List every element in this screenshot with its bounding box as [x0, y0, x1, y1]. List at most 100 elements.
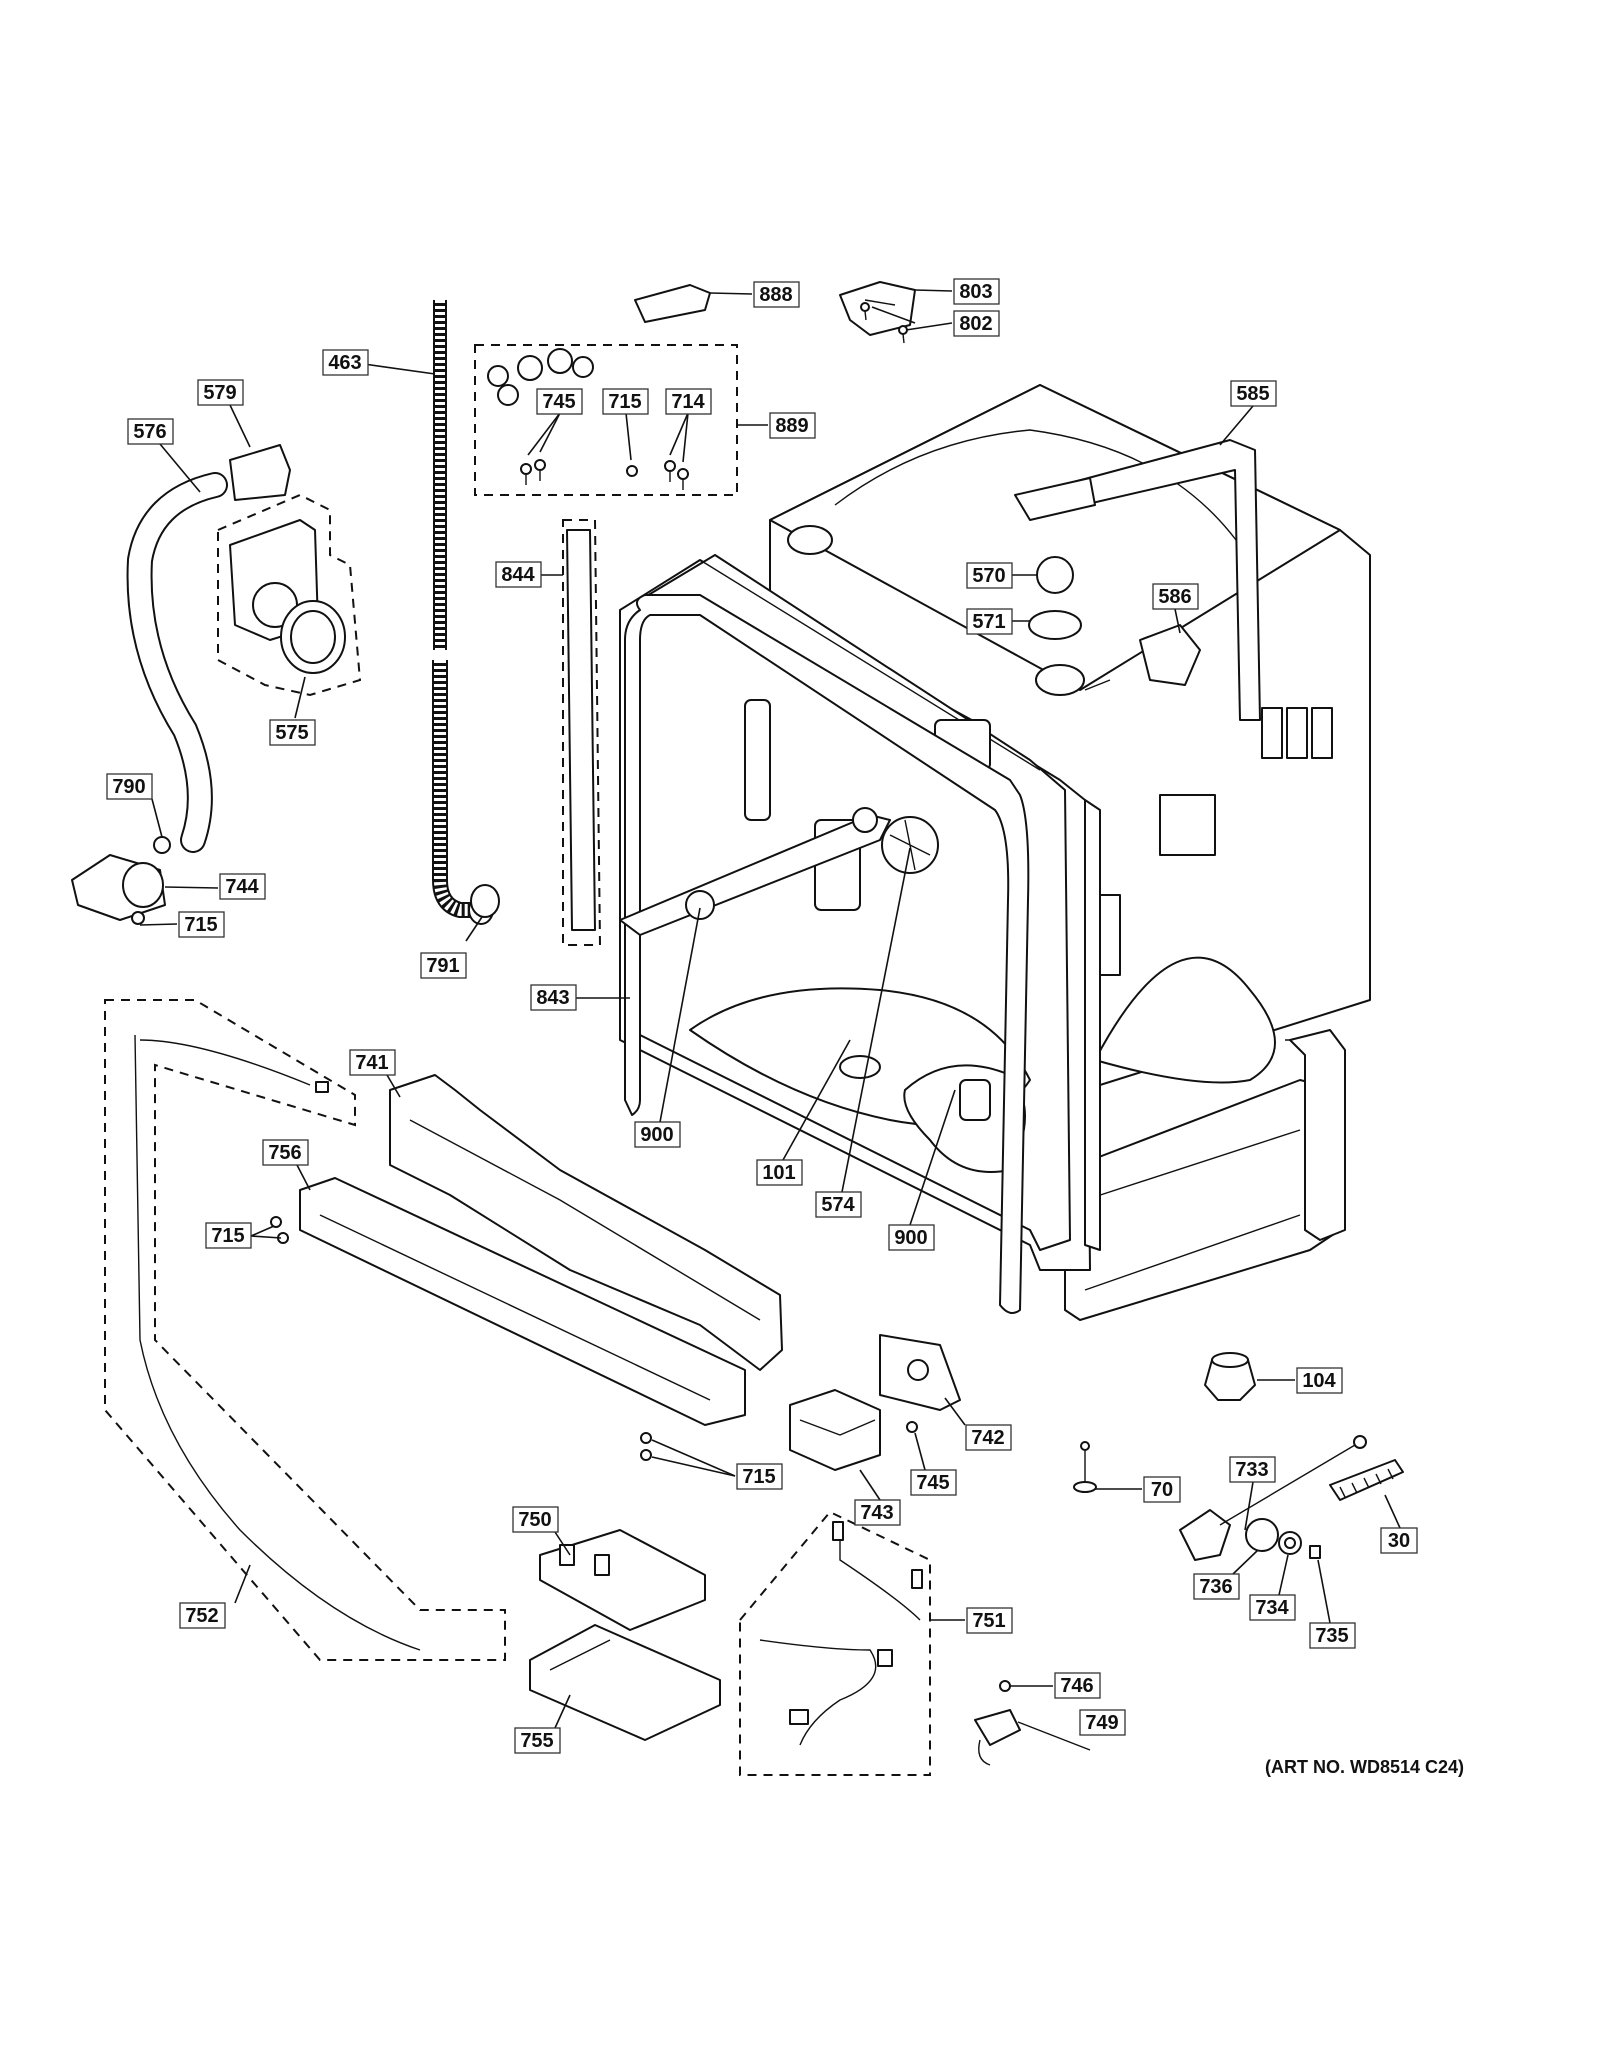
svg-text:30: 30 — [1388, 1530, 1410, 1552]
callout-733: 733 — [1229, 1456, 1276, 1483]
switch-803 — [839, 281, 916, 344]
callout-900-right: 900 — [888, 1224, 935, 1251]
callout-745-bottom: 745 — [910, 1469, 957, 1496]
svg-text:888: 888 — [759, 284, 792, 306]
svg-text:579: 579 — [203, 382, 236, 404]
svg-text:715: 715 — [742, 1466, 775, 1488]
callout-844: 844 — [495, 561, 542, 588]
leveling-foot-104 — [1204, 1352, 1256, 1401]
callout-755: 755 — [514, 1727, 561, 1754]
svg-text:900: 900 — [640, 1124, 673, 1146]
callout-742: 742 — [965, 1424, 1012, 1451]
art-number-caption: (ART NO. WD8514 C24) — [1265, 1757, 1465, 1777]
svg-text:844: 844 — [501, 564, 535, 586]
svg-text:752: 752 — [185, 1605, 218, 1627]
callout-715-bottom: 715 — [736, 1463, 783, 1490]
toe-kick-741 — [389, 1074, 783, 1371]
leg-70 — [1073, 1441, 1097, 1493]
callout-70: 70 — [1143, 1476, 1181, 1503]
callout-714: 714 — [665, 388, 712, 415]
bracket-742 — [879, 1334, 961, 1411]
callout-734: 734 — [1249, 1594, 1296, 1621]
callout-585: 585 — [1230, 380, 1277, 407]
callout-803: 803 — [953, 278, 1000, 305]
svg-text:741: 741 — [355, 1052, 388, 1074]
svg-text:714: 714 — [671, 391, 705, 413]
svg-text:755: 755 — [520, 1730, 553, 1752]
callout-735: 735 — [1309, 1622, 1356, 1649]
wash-arms — [619, 807, 991, 1121]
svg-text:751: 751 — [972, 1610, 1005, 1632]
callout-579: 579 — [197, 379, 244, 406]
top-rim — [1014, 439, 1261, 721]
callout-843: 843 — [530, 984, 577, 1011]
door-spring-assembly — [1179, 1435, 1404, 1561]
clamp-791 — [470, 884, 500, 918]
callout-741: 741 — [349, 1049, 396, 1076]
callout-463: 463 — [322, 349, 369, 376]
side-strips — [562, 519, 1101, 1251]
callout-752: 752 — [179, 1602, 226, 1629]
harness-751 — [739, 1510, 931, 1776]
callout-888: 888 — [753, 281, 800, 308]
svg-text:101: 101 — [762, 1162, 795, 1184]
callout-736: 736 — [1193, 1573, 1240, 1600]
pump-744 — [71, 836, 171, 925]
svg-text:742: 742 — [971, 1427, 1004, 1449]
callout-746: 746 — [1054, 1672, 1101, 1699]
callout-30: 30 — [1380, 1527, 1418, 1554]
svg-text:791: 791 — [426, 955, 459, 977]
svg-text:571: 571 — [972, 611, 1005, 633]
svg-text:463: 463 — [328, 352, 361, 374]
svg-text:70: 70 — [1151, 1479, 1173, 1501]
screws-715 — [270, 1216, 652, 1461]
svg-text:746: 746 — [1060, 1675, 1093, 1697]
callout-751: 751 — [966, 1607, 1013, 1634]
callout-750: 750 — [512, 1506, 559, 1533]
callout-900-left: 900 — [634, 1121, 681, 1148]
svg-text:745: 745 — [542, 391, 575, 413]
svg-text:756: 756 — [268, 1142, 301, 1164]
callout-104: 104 — [1296, 1367, 1343, 1394]
screw-745 — [906, 1421, 918, 1433]
svg-text:715: 715 — [184, 914, 217, 936]
callout-101: 101 — [756, 1159, 803, 1186]
callout-574: 574 — [815, 1191, 862, 1218]
callout-802: 802 — [953, 310, 1000, 337]
svg-text:736: 736 — [1199, 1576, 1232, 1598]
svg-text:745: 745 — [916, 1472, 949, 1494]
callout-744: 744 — [219, 873, 266, 900]
svg-text:790: 790 — [112, 776, 145, 798]
bracket-888 — [634, 284, 711, 323]
svg-text:900: 900 — [894, 1227, 927, 1249]
callout-715-panel: 715 — [205, 1222, 252, 1249]
callout-715-pump: 715 — [178, 911, 225, 938]
callout-576: 576 — [127, 418, 174, 445]
wire-harness-752 — [104, 999, 506, 1661]
svg-text:802: 802 — [959, 313, 992, 335]
svg-text:586: 586 — [1158, 586, 1191, 608]
callout-745-top: 745 — [536, 388, 583, 415]
svg-text:715: 715 — [608, 391, 641, 413]
svg-text:570: 570 — [972, 565, 1005, 587]
control-box-755 — [529, 1624, 721, 1741]
svg-text:585: 585 — [1236, 383, 1269, 405]
callout-571: 571 — [966, 608, 1013, 635]
control-board-750 — [539, 1529, 706, 1631]
callout-756: 756 — [262, 1139, 309, 1166]
svg-text:734: 734 — [1255, 1597, 1289, 1619]
callout-743: 743 — [854, 1499, 901, 1526]
svg-text:715: 715 — [211, 1225, 244, 1247]
hose-576 — [126, 444, 291, 853]
vent-parts — [1028, 556, 1201, 686]
callout-715-top: 715 — [602, 388, 649, 415]
callout-791: 791 — [420, 952, 467, 979]
svg-text:889: 889 — [775, 415, 808, 437]
svg-text:733: 733 — [1235, 1459, 1268, 1481]
callout-586: 586 — [1152, 583, 1199, 610]
svg-text:743: 743 — [860, 1502, 893, 1524]
module-743 — [789, 1389, 881, 1471]
svg-text:735: 735 — [1315, 1625, 1348, 1647]
callout-575: 575 — [269, 719, 316, 746]
